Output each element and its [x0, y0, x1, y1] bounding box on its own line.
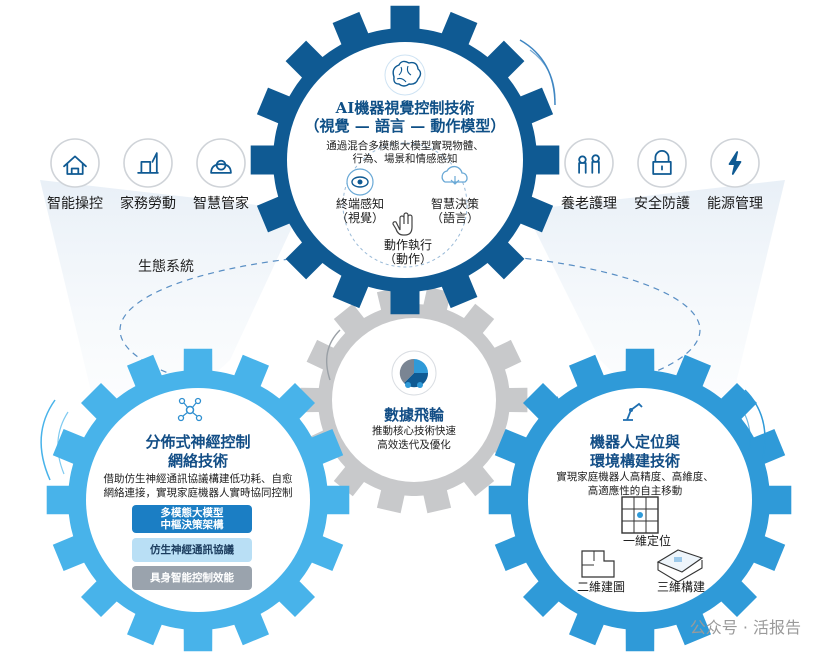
network-icon — [170, 390, 210, 430]
motion-arc — [326, 329, 341, 381]
pill-multimodal-line1: 多模態大模型 — [160, 507, 224, 519]
watermark: 公众号 · 活报告 — [689, 618, 801, 637]
motion-arc — [57, 411, 69, 475]
top-gear-title-line1: AI機器視覺控制技術 — [335, 99, 475, 117]
right-gear-desc-line1: 實現家庭機器人高精度、高維度、 — [556, 471, 714, 483]
elderly-care-icon — [564, 138, 614, 188]
three-d-label: 三維構建 — [656, 580, 705, 594]
top-gear-desc-line2: 行為、場景和情感感知 — [352, 153, 458, 165]
right-gear-title-line1: 機器人定位與 — [589, 433, 680, 451]
beam-right — [525, 180, 785, 470]
left-icon-label-2: 智慧管家 — [193, 196, 249, 212]
top-gear-desc-line1: 通過混合多模態大模型實現物體、 — [326, 140, 484, 152]
floor-plan-icon — [581, 550, 615, 578]
grid-map-icon — [621, 496, 659, 534]
left-gear-title-line1: 分佈式神經控制 — [145, 433, 251, 451]
motion-arc — [734, 399, 751, 461]
right-icon-label-1: 安全防護 — [634, 196, 690, 212]
cloud-icon — [441, 165, 468, 185]
pill-multimodal-line2: 中樞決策架構 — [160, 519, 224, 531]
eye-icon — [346, 168, 374, 196]
center-gear-desc-line2: 高效迭代及優化 — [377, 439, 451, 451]
ecosystem-label: 生態系統 — [138, 259, 194, 275]
left-icon-label-0: 智能操控 — [47, 196, 103, 212]
center-gear-face — [332, 318, 496, 482]
left-gear-desc-line2: 網絡連接，實現家庭機器人實時協同控制 — [103, 487, 293, 499]
left-gear-title-line2: 網絡技術 — [167, 452, 228, 470]
perception-label: 終端感知 — [335, 197, 384, 211]
hand-icon — [392, 212, 413, 236]
brain-icon — [384, 54, 426, 96]
motion-arc — [529, 49, 556, 101]
pill-multimodal: 多模態大模型 中樞決策架構 — [132, 505, 252, 533]
energy-icon — [710, 138, 760, 188]
top-gear-face — [287, 42, 523, 278]
butler-icon — [196, 138, 246, 188]
housework-icon — [123, 138, 173, 188]
robot-arm-icon — [612, 390, 652, 430]
one-d-label: 一維定位 — [622, 534, 671, 548]
motion-arc — [744, 389, 766, 471]
left-icon-label-1: 家務勞動 — [120, 196, 176, 212]
center-gear — [300, 286, 528, 514]
pill-embodied: 具身智能控制效能 — [132, 566, 252, 590]
right-gear-title-line2: 環境構建技術 — [589, 452, 680, 470]
action-label: 動作執行 — [383, 238, 432, 252]
top-gear-title-line2: （視覺 — 語言 — 動作模型） — [304, 117, 506, 135]
center-gear-title: 數據飛輪 — [383, 406, 444, 424]
inner-dotted-circle — [342, 142, 468, 268]
smart-home-icon — [50, 138, 100, 188]
pill-bionic: 仿生神經通訊協議 — [132, 538, 252, 562]
action-sublabel: （動作） — [383, 252, 432, 266]
top-gear — [250, 5, 560, 315]
right-gear-desc-line2: 高適應性的自主移動 — [587, 485, 683, 497]
room-3d-icon — [656, 549, 704, 583]
pie-chart-icon — [391, 350, 437, 396]
right-icon-label-0: 養老護理 — [561, 196, 617, 212]
two-d-label: 二維建圖 — [576, 580, 625, 594]
right-icon-label-2: 能源管理 — [707, 196, 763, 212]
decision-sublabel: （語言） — [430, 211, 479, 225]
security-lock-icon — [637, 138, 687, 188]
motion-arc — [40, 399, 56, 481]
center-gear-desc-line1: 推動核心技術快速 — [372, 425, 456, 437]
decision-label: 智慧決策 — [430, 197, 479, 211]
left-gear-desc-line1: 借助仿生神經通訊協議構建低功耗、自愈 — [103, 473, 293, 485]
perception-sublabel: （視覺） — [335, 211, 384, 225]
